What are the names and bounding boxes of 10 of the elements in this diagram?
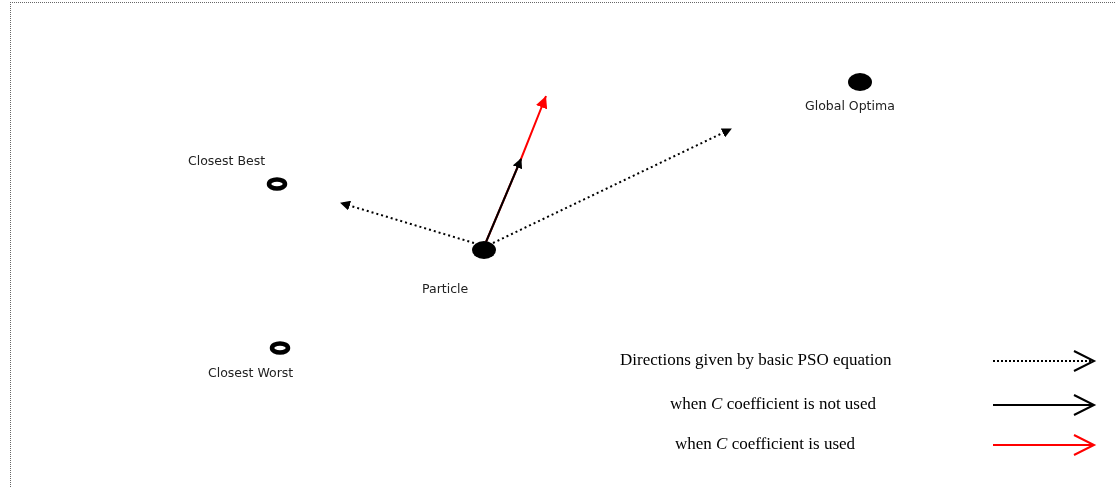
arrow	[340, 200, 475, 244]
point-label: Closest Best	[188, 153, 266, 168]
legend-text: Directions given by basic PSO equation	[620, 350, 892, 370]
point-label: Global Optima	[805, 98, 895, 113]
point-label: Closest Worst	[208, 365, 294, 380]
arrow	[492, 128, 732, 244]
arrow	[485, 158, 523, 243]
legend-text: when C coefficient is not used	[670, 394, 876, 414]
legend-text: when C coefficient is used	[675, 434, 856, 454]
point-label: Particle	[422, 281, 469, 296]
